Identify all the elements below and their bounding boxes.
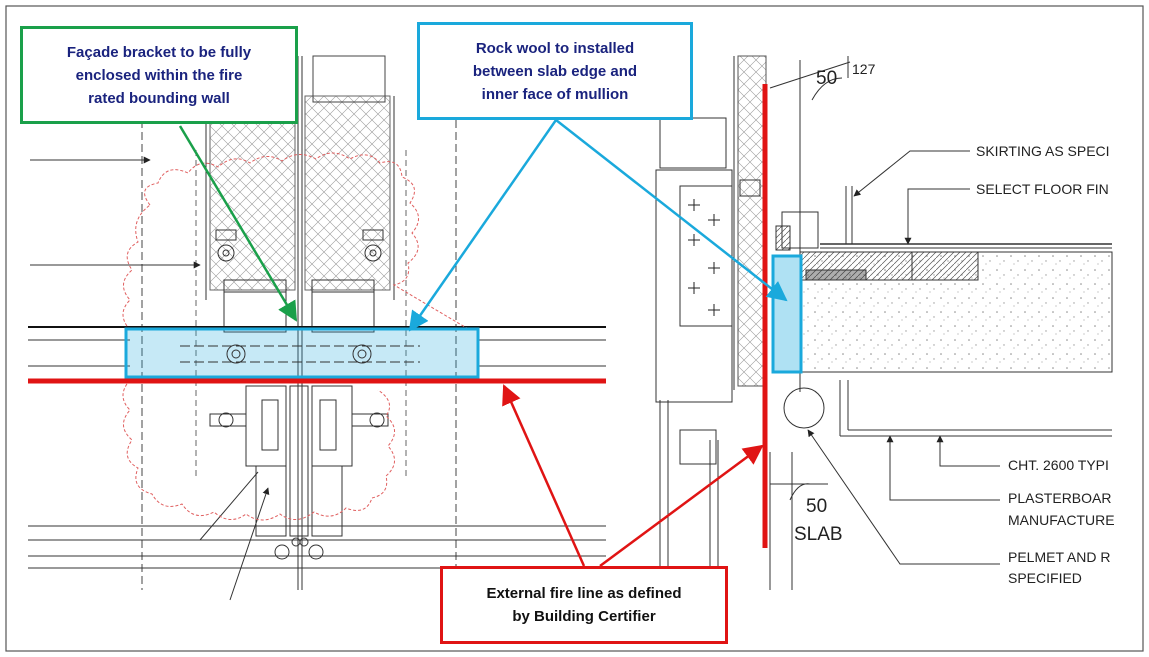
label-dim-50-bottom: 50 [806,496,827,517]
rock-wool-zone-left [124,327,480,379]
arrow-rockwool-left [408,119,558,332]
callout-rock-wool: Rock wool to installed between slab edge… [417,22,693,120]
arrow-bracket [178,125,298,322]
callout-facade-bracket-text: Façade bracket to be fully enclosed with… [66,43,252,107]
arrow-rockwool-right [555,119,788,302]
label-specified: SPECIFIED [1008,570,1082,586]
right-section-detail [655,55,1113,600]
bracket-bolts [180,344,420,364]
page-frame [5,5,1144,652]
label-pelmet: PELMET AND R [1008,549,1110,565]
label-manufacturer: MANUFACTURE [1008,512,1115,528]
label-ceiling-height: CHT. 2600 TYPI [1008,457,1109,473]
label-plasterboard: PLASTERBOAR [1008,490,1111,506]
label-floor-finish: SELECT FLOOR FIN [976,181,1109,197]
callout-fire-line-text: External fire line as defined by Buildin… [486,585,682,625]
callout-fire-line: External fire line as defined by Buildin… [440,566,728,644]
arrow-fireline-right [599,444,764,568]
label-skirting: SKIRTING AS SPECI [976,143,1110,159]
fire-zone-cloud [122,152,471,521]
callout-rock-wool-text: Rock wool to installed between slab edge… [472,39,638,103]
arrow-fireline-left [502,384,586,567]
rock-wool-zone-right [771,254,803,374]
callout-facade-bracket: Façade bracket to be fully enclosed with… [20,26,298,124]
label-dim-127: 127 [852,61,876,77]
label-slab: SLAB [794,524,843,545]
label-dim-50-top: 50 [816,68,837,89]
